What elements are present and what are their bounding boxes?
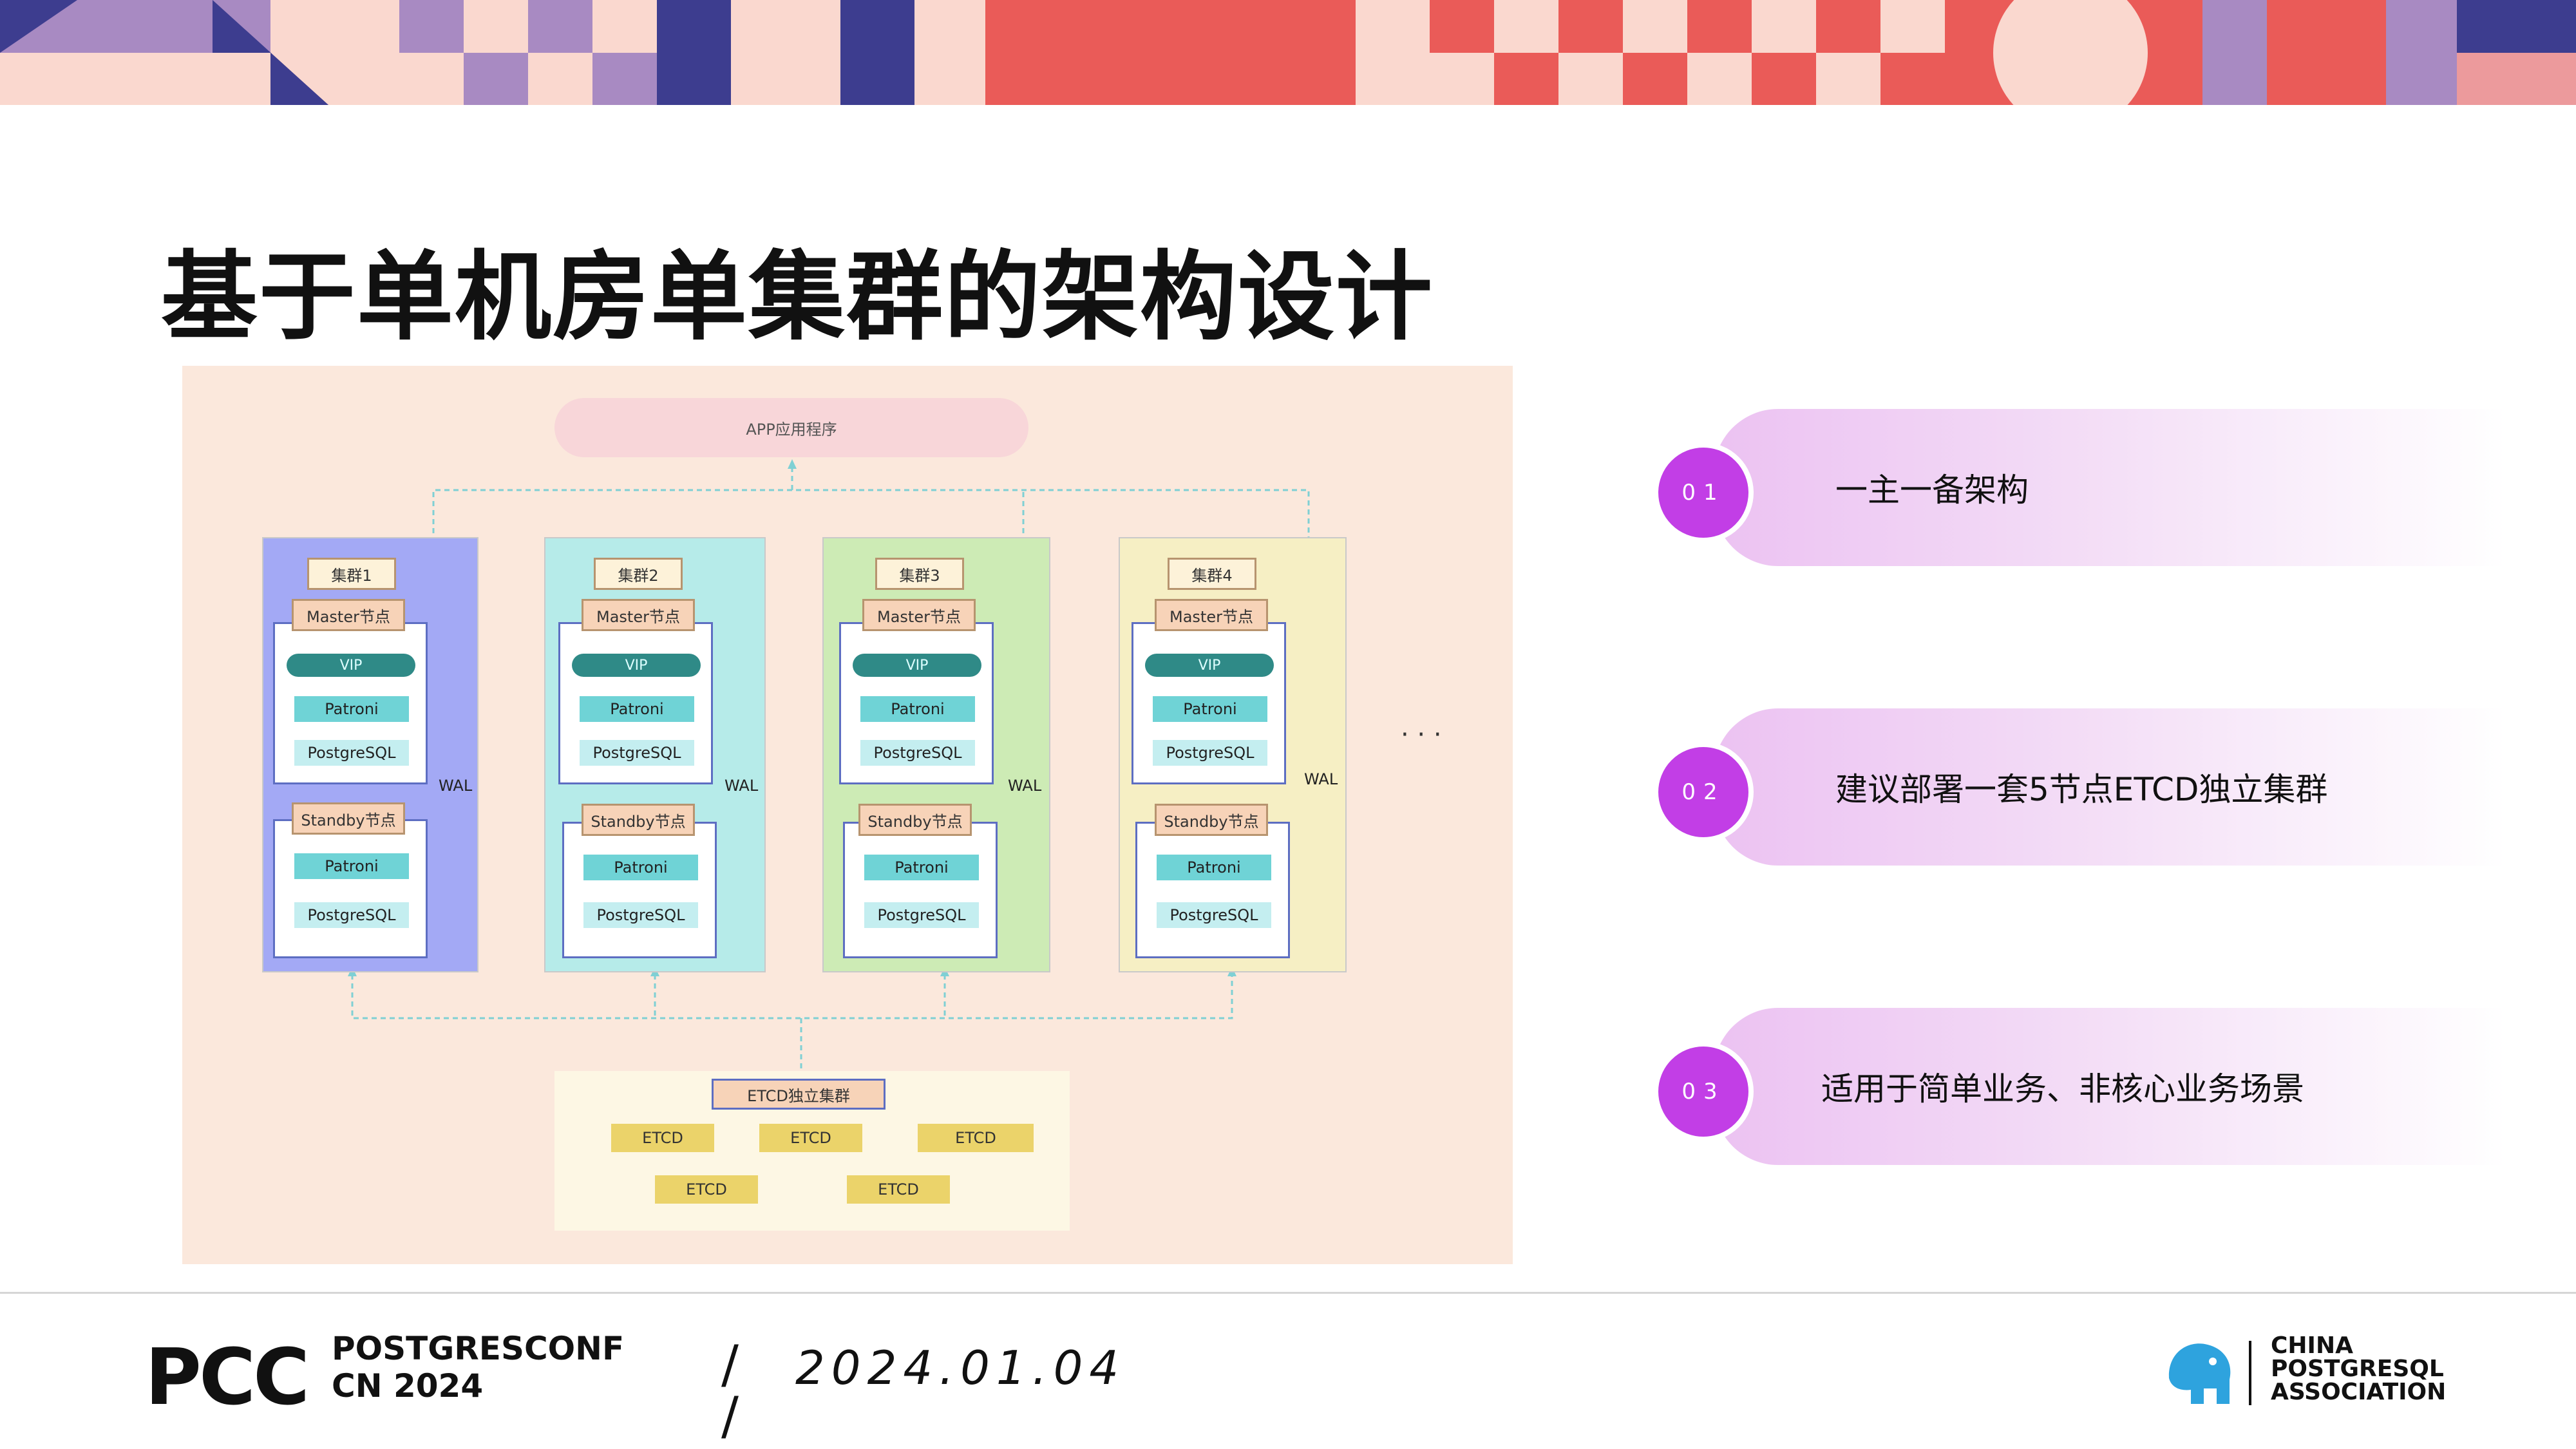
- point-1-background: [1714, 409, 2506, 566]
- cluster-3-label: 集群3: [875, 558, 964, 590]
- event-date: 2024.01.04: [795, 1341, 1126, 1395]
- point-3-background: [1714, 1008, 2506, 1165]
- cluster-1-standby-postgresql: PostgreSQL: [294, 902, 409, 928]
- cluster-2-master-label: Master节点: [582, 599, 695, 631]
- cluster-3-standby-label: Standby节点: [858, 804, 972, 836]
- cluster-2-standby-patroni: Patroni: [583, 855, 698, 880]
- slash-top: /: [721, 1334, 739, 1394]
- pcc-logo: PCC: [145, 1333, 310, 1423]
- etcd-node-4: ETCD: [655, 1175, 758, 1204]
- cluster-1: 集群1 VIP Patroni PostgreSQL Master节点 Patr…: [262, 537, 478, 972]
- cluster-4-master-label: Master节点: [1155, 599, 1268, 631]
- conference-name-line1: POSTGRESCONF: [332, 1330, 625, 1367]
- cluster-2-standby-label: Standby节点: [582, 804, 695, 836]
- association-name: CHINA POSTGRESQL ASSOCIATION: [2271, 1334, 2446, 1404]
- point-2-number: 02: [1653, 742, 1754, 842]
- cluster-3-master-node: VIP Patroni PostgreSQL: [839, 622, 994, 784]
- more-clusters-ellipsis: · · ·: [1401, 720, 1442, 750]
- point-3-number: 03: [1653, 1041, 1754, 1142]
- logo-divider: [2249, 1341, 2251, 1405]
- cluster-4-standby-patroni: Patroni: [1157, 855, 1271, 880]
- point-2-text: 建议部署一套5节点ETCD独立集群: [1835, 771, 2328, 808]
- cluster-1-vip: VIP: [287, 654, 415, 677]
- cluster-2-standby-node: Patroni PostgreSQL: [562, 822, 717, 958]
- cluster-4: 集群4 VIP Patroni PostgreSQL Master节点 Patr…: [1119, 537, 1347, 972]
- cluster-1-standby-label: Standby节点: [292, 802, 405, 835]
- cluster-3-standby-node: Patroni PostgreSQL: [843, 822, 998, 958]
- cluster-1-master-patroni: Patroni: [294, 696, 409, 722]
- conference-name-line2: CN 2024: [332, 1367, 484, 1405]
- conference-name: POSTGRESCONF CN 2024: [332, 1330, 624, 1405]
- cluster-4-master-node: VIP Patroni PostgreSQL: [1132, 622, 1286, 784]
- app-node: APP应用程序: [554, 398, 1028, 457]
- cluster-2-wal-label: WAL: [724, 777, 759, 795]
- page-title: 基于单机房单集群的架构设计: [161, 242, 1434, 354]
- cluster-4-master-patroni: Patroni: [1153, 696, 1267, 722]
- cluster-4-vip: VIP: [1145, 654, 1274, 677]
- cluster-2-master-node: VIP Patroni PostgreSQL: [558, 622, 713, 784]
- cluster-2-standby-postgresql: PostgreSQL: [583, 902, 698, 928]
- cluster-4-wal-label: WAL: [1304, 770, 1338, 788]
- cluster-1-standby-patroni: Patroni: [294, 853, 409, 879]
- etcd-cluster-label: ETCD独立集群: [712, 1079, 886, 1110]
- slash-bottom: /: [721, 1386, 739, 1446]
- etcd-node-5: ETCD: [847, 1175, 950, 1204]
- etcd-node-2: ETCD: [759, 1124, 862, 1152]
- cluster-4-standby-node: Patroni PostgreSQL: [1135, 822, 1290, 958]
- cluster-4-standby-label: Standby节点: [1155, 804, 1268, 836]
- cluster-1-standby-node: Patroni PostgreSQL: [273, 819, 428, 958]
- footer-divider: [0, 1292, 2576, 1294]
- cluster-2-master-postgresql: PostgreSQL: [580, 740, 694, 766]
- cluster-1-wal-label: WAL: [439, 777, 473, 795]
- cluster-1-master-node: VIP Patroni PostgreSQL: [273, 622, 428, 784]
- top-banner: [0, 0, 2576, 105]
- point-1-number: 01: [1653, 442, 1754, 543]
- cluster-3-standby-patroni: Patroni: [864, 855, 979, 880]
- point-1-text: 一主一备架构: [1835, 471, 2029, 509]
- cluster-3-vip: VIP: [853, 654, 981, 677]
- etcd-node-3: ETCD: [918, 1124, 1034, 1152]
- etcd-cluster: ETCD独立集群 ETCD ETCD ETCD ETCD ETCD: [554, 1071, 1070, 1231]
- cluster-1-master-postgresql: PostgreSQL: [294, 740, 409, 766]
- point-2-background: [1714, 708, 2506, 866]
- association-line3: ASSOCIATION: [2271, 1379, 2447, 1405]
- cluster-2-label: 集群2: [594, 558, 683, 590]
- cluster-3-master-postgresql: PostgreSQL: [860, 740, 975, 766]
- banner-pattern: [0, 0, 2576, 105]
- association-line2: POSTGRESQL: [2271, 1356, 2444, 1382]
- cluster-1-label: 集群1: [307, 558, 396, 590]
- cluster-1-master-label: Master节点: [292, 599, 405, 631]
- cluster-4-standby-postgresql: PostgreSQL: [1157, 902, 1271, 928]
- cluster-2-vip: VIP: [572, 654, 701, 677]
- cluster-3: 集群3 VIP Patroni PostgreSQL Master节点 Patr…: [822, 537, 1050, 972]
- cluster-3-wal-label: WAL: [1008, 777, 1042, 795]
- point-3-text: 适用于简单业务、非核心业务场景: [1821, 1070, 2304, 1108]
- cluster-2-master-patroni: Patroni: [580, 696, 694, 722]
- cluster-4-master-postgresql: PostgreSQL: [1153, 740, 1267, 766]
- cluster-4-label: 集群4: [1168, 558, 1256, 590]
- architecture-diagram: APP应用程序 集群1 VIP Patroni PostgreSQL Maste…: [182, 366, 1513, 1264]
- association-line1: CHINA: [2271, 1332, 2353, 1359]
- point-2: 02 建议部署一套5节点ETCD独立集群: [1653, 708, 2510, 866]
- etcd-node-1: ETCD: [611, 1124, 714, 1152]
- cluster-2: 集群2 VIP Patroni PostgreSQL Master节点 Patr…: [544, 537, 766, 972]
- point-1: 01 一主一备架构: [1653, 409, 2510, 566]
- cluster-3-master-patroni: Patroni: [860, 696, 975, 722]
- point-3: 03 适用于简单业务、非核心业务场景: [1653, 1008, 2510, 1165]
- cluster-3-standby-postgresql: PostgreSQL: [864, 902, 979, 928]
- elephant-logo-icon: [2163, 1333, 2240, 1410]
- cluster-3-master-label: Master节点: [862, 599, 976, 631]
